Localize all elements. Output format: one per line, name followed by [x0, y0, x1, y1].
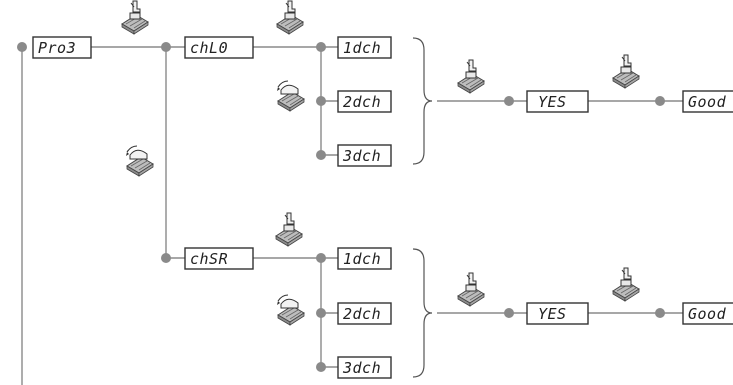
lower-confirm-node: YES: [526, 302, 589, 325]
root-node-label: Pro3: [38, 39, 76, 57]
press-key-icon: [612, 54, 640, 89]
scroll-knob-icon: [276, 80, 305, 112]
option-label: 1dch: [343, 250, 381, 268]
option-label: 2dch: [343, 305, 381, 323]
press-key-icon: [612, 267, 640, 302]
upper-option-2: 2dch: [337, 90, 392, 113]
upper-options-brace: [412, 37, 433, 165]
option-label: 3dch: [342, 359, 381, 377]
branch-lower-label: chSR: [190, 250, 228, 268]
lower-option-3: 3dch: [337, 356, 392, 379]
root-node: Pro3: [32, 36, 92, 59]
result-label: Good: [688, 305, 727, 323]
option-label: 1dch: [343, 39, 381, 57]
lower-option-1: 1dch: [337, 247, 392, 270]
upper-confirm-node: YES: [526, 90, 589, 113]
result-label: Good: [688, 93, 727, 111]
branch-node-upper: chL0: [184, 36, 254, 59]
confirm-label: YES: [538, 305, 567, 323]
lower-option-2: 2dch: [337, 302, 392, 325]
press-key-icon: [275, 212, 303, 247]
press-key-icon: [121, 0, 149, 35]
junction-dots: [17, 42, 665, 372]
option-label: 2dch: [343, 93, 381, 111]
lower-result-node: Good: [682, 302, 733, 325]
upper-result-node: Good: [682, 90, 733, 113]
branch-node-lower: chSR: [184, 247, 254, 270]
confirm-label: YES: [538, 93, 567, 111]
press-key-icon: [276, 0, 304, 35]
upper-option-3: 3dch: [337, 144, 392, 167]
option-label: 3dch: [342, 147, 381, 165]
lower-options-brace: [412, 248, 433, 378]
scroll-knob-icon: [276, 294, 305, 326]
branch-upper-label: chL0: [190, 39, 228, 57]
scroll-knob-icon: [125, 145, 154, 177]
press-key-icon: [457, 59, 485, 94]
press-key-icon: [457, 272, 485, 307]
upper-option-1: 1dch: [337, 36, 392, 59]
